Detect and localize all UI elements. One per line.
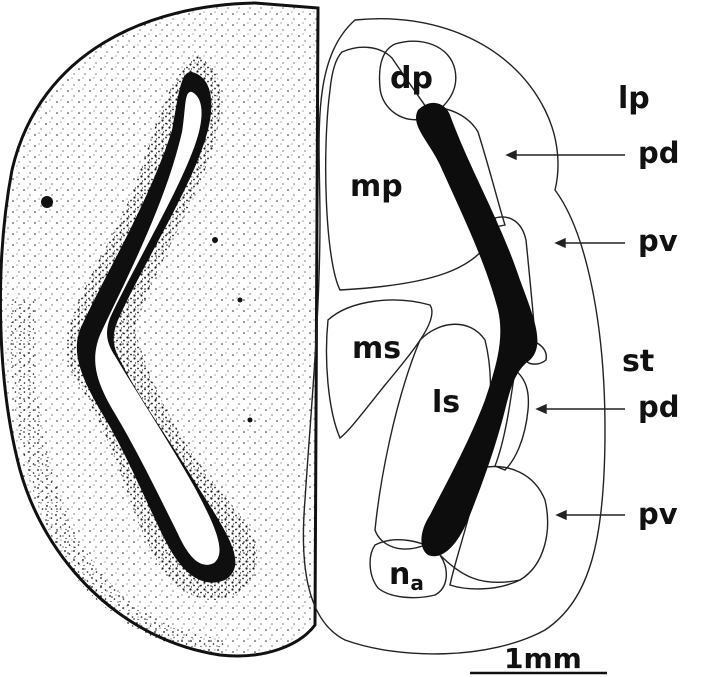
dark-speck bbox=[41, 196, 53, 208]
label-na-subscript: a bbox=[410, 571, 424, 595]
arrowhead-pv-lower bbox=[557, 511, 566, 519]
label-pv-lower: pv bbox=[638, 497, 678, 531]
label-pd-upper: pd bbox=[638, 136, 680, 170]
label-dp: dp bbox=[390, 61, 433, 96]
outer-boundary bbox=[303, 19, 605, 654]
scale-bar-label: 1mm bbox=[504, 642, 582, 675]
histology-section bbox=[0, 3, 318, 656]
label-pd-lower: pd bbox=[638, 390, 680, 424]
label-pv-upper: pv bbox=[638, 224, 678, 258]
label-lp: lp bbox=[618, 81, 650, 116]
dark-speck bbox=[248, 418, 253, 423]
region-ms bbox=[327, 300, 432, 438]
dark-speck bbox=[212, 237, 218, 243]
arrowhead-pd-lower bbox=[537, 405, 546, 413]
label-na-main: n bbox=[389, 557, 410, 592]
schematic-diagram bbox=[303, 19, 605, 654]
label-ms: ms bbox=[352, 331, 401, 366]
label-na: na bbox=[389, 557, 424, 595]
arrowhead-pv-upper bbox=[556, 239, 565, 247]
dark-speck bbox=[238, 298, 243, 303]
pointer-labels: pd pv pd pv bbox=[638, 136, 680, 531]
scale-bar: 1mm bbox=[470, 642, 607, 675]
label-mp: mp bbox=[350, 169, 403, 204]
label-st: st bbox=[622, 344, 654, 379]
label-ls: ls bbox=[432, 385, 460, 420]
arrowhead-pd-upper bbox=[507, 151, 516, 159]
